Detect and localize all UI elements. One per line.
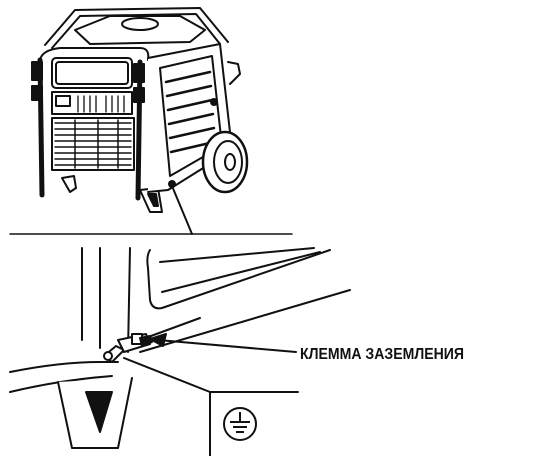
ground-terminal-detail [9,247,351,456]
ground-symbol-icon [223,407,257,441]
ground-terminal-label: КЛЕММА ЗАЗЕМЛЕНИЯ [300,346,465,363]
generator-illustration [31,7,249,235]
